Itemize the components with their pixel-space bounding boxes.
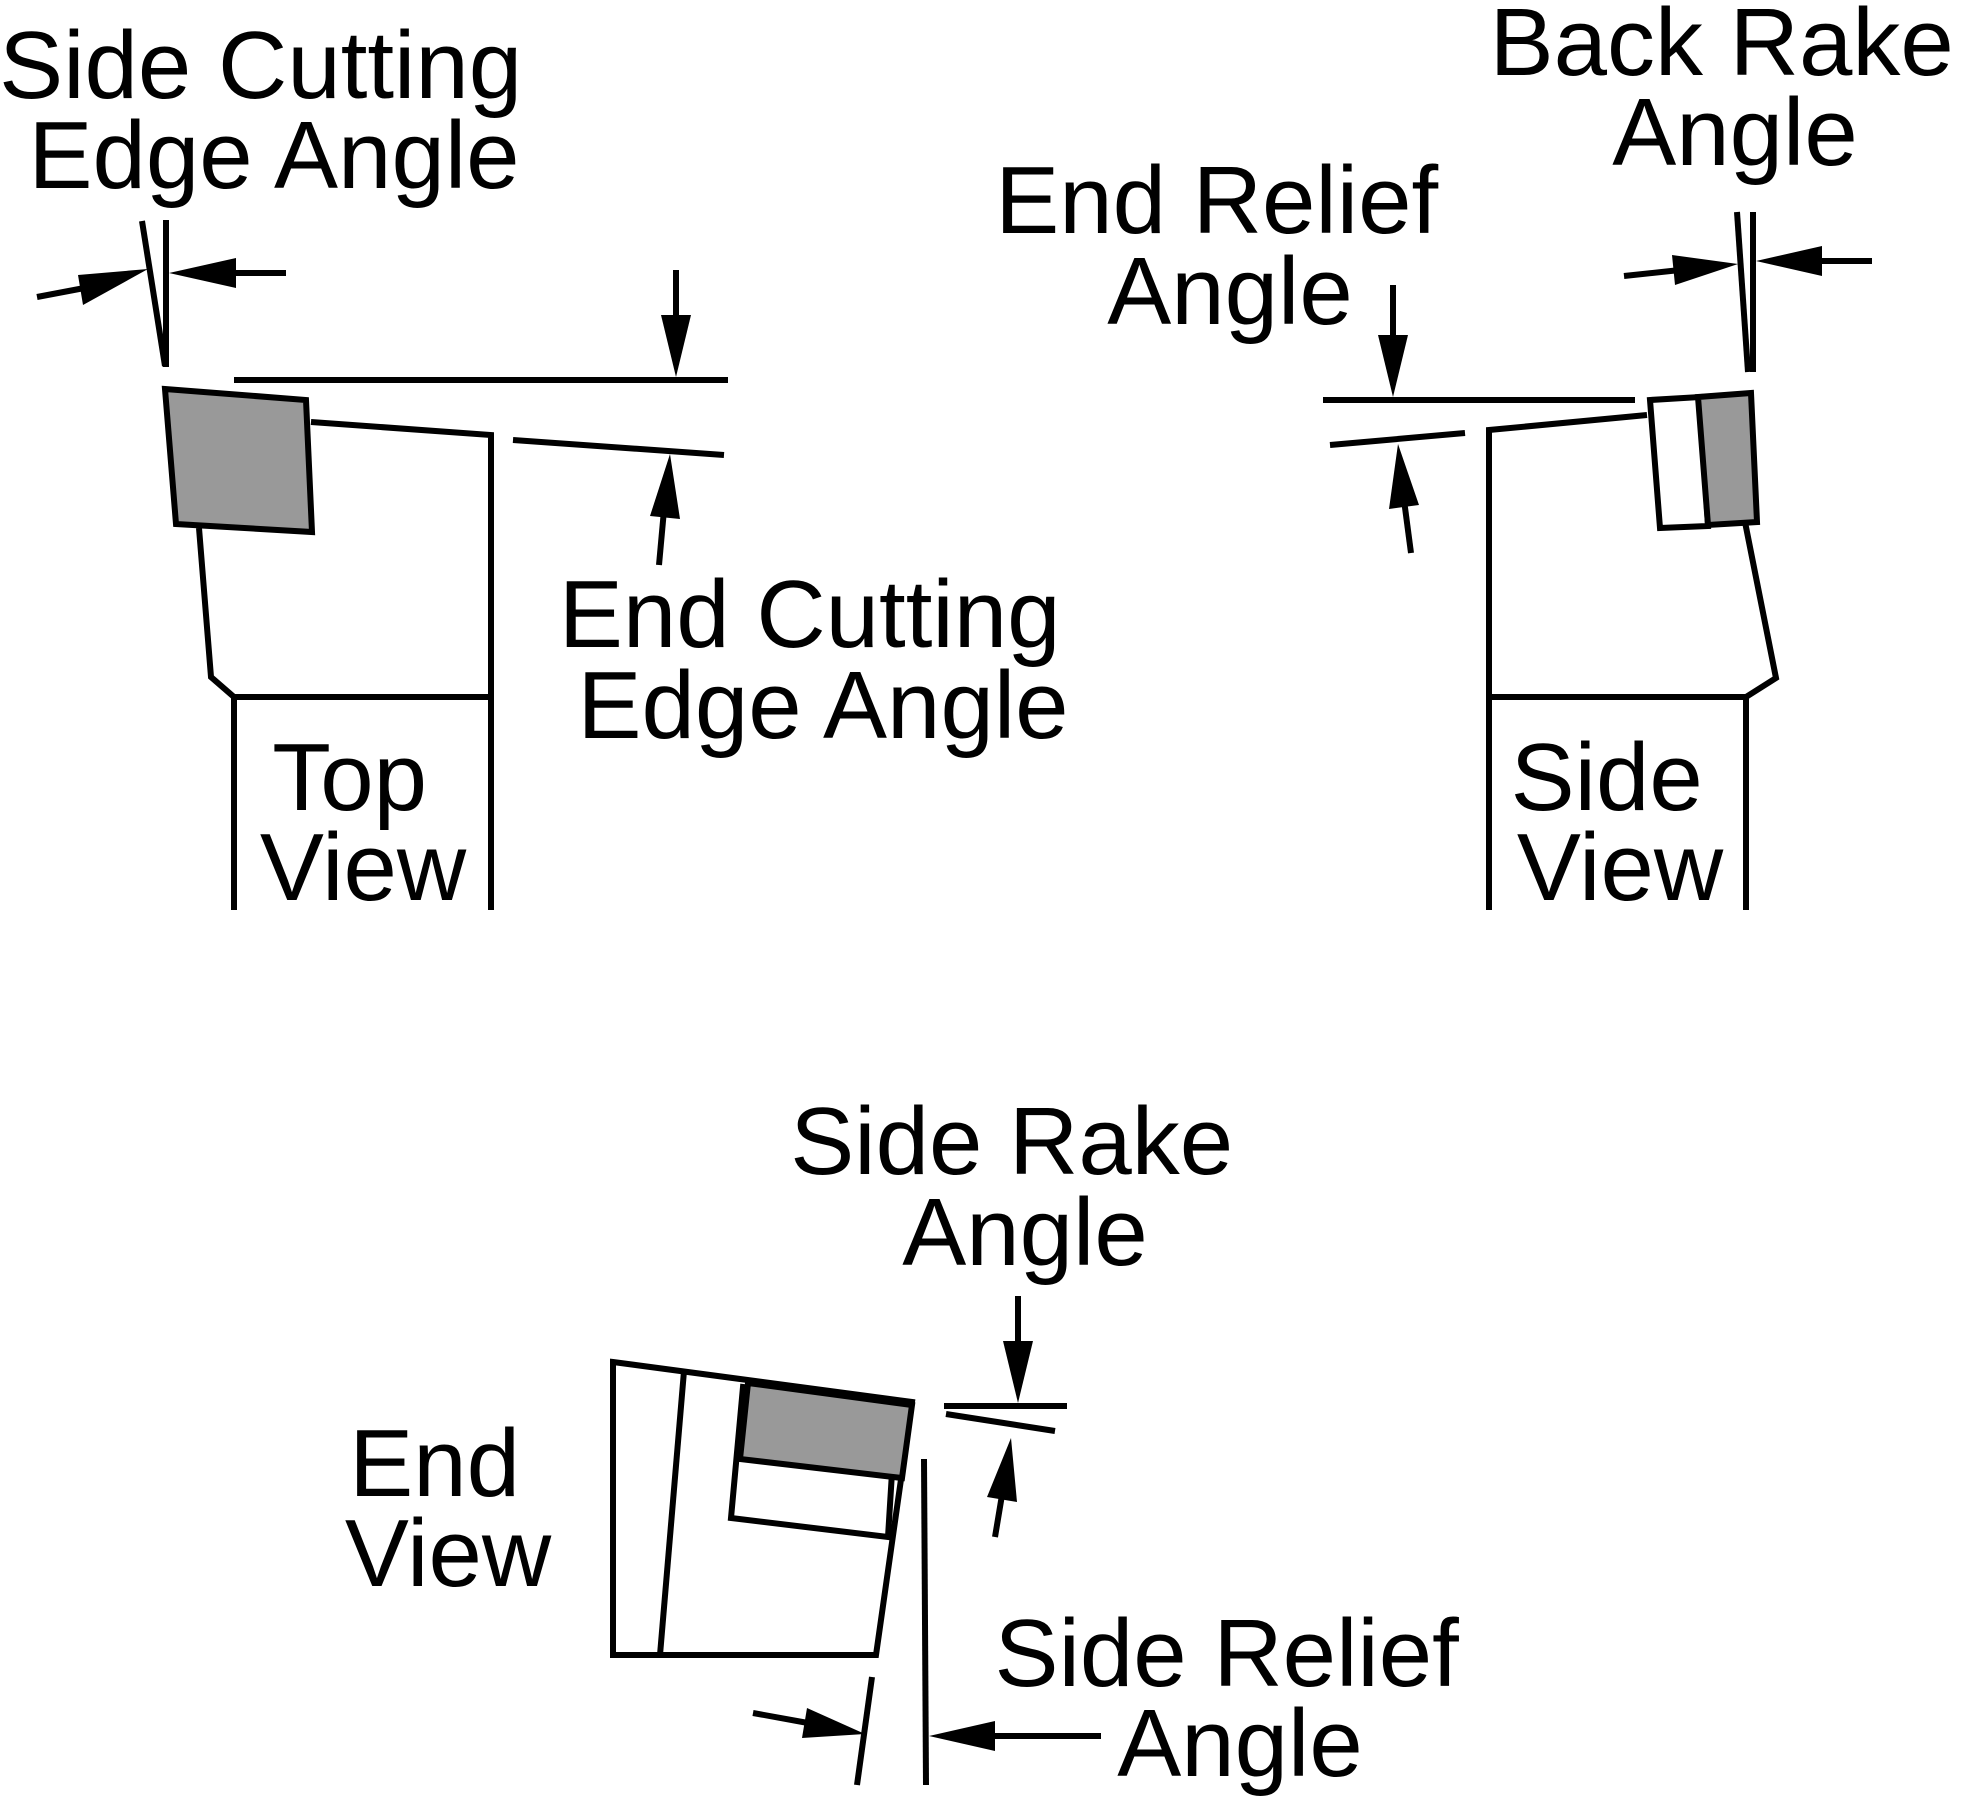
top-view-ece-up-arrow-shaft [656,509,667,566]
label-end-relief-angle-line2: Angle [1107,238,1353,345]
side-view-er-up-arrowhead [1389,444,1419,509]
top-view-sce-edge-line [139,220,168,367]
top-view [36,220,728,910]
side-view-er-relief-line [1329,430,1466,448]
top-view-ece-down-arrowhead [661,315,691,377]
side-view-er-up-arrow-shaft [1401,499,1414,554]
end-view-srl-reference-line [921,1458,929,1786]
top-view-shank-right [310,419,494,910]
label-side-rake-angle-line2: Angle [902,1179,1148,1286]
label-side-cutting-edge-angle-line2: Edge Angle [28,102,519,209]
end-view-srl-right-arrowhead [929,1721,995,1751]
label-side-cutting-edge-angle-line1: Side Cutting [0,12,522,119]
label-side-view-line1: Side [1511,724,1703,831]
label-back-rake-angle: Back Rake Angle [1490,0,1975,186]
label-end-view-line1: End [349,1410,520,1517]
label-top-view: Top View [260,724,467,921]
label-side-cutting-edge-angle: Side Cutting Edge Angle [0,12,549,209]
top-view-insert [161,385,316,536]
label-side-rake-angle-line1: Side Rake [790,1088,1233,1195]
end-view-srl-left-arrowhead [802,1708,865,1738]
label-top-view-line1: Top [272,724,427,831]
end-view-sr-up-arrow-shaft [992,1494,1005,1538]
label-end-view-line2: View [345,1500,552,1607]
label-end-relief-angle: End Relief Angle [995,147,1465,345]
label-end-cutting-edge-angle: End Cutting Edge Angle [559,561,1087,759]
end-view-srl-left-arrow-shaft [752,1710,809,1726]
label-side-view-line2: View [1517,814,1724,921]
side-view-br-face-line [1734,211,1751,373]
label-end-cutting-edge-angle-line2: Edge Angle [577,652,1068,759]
end-view-sr-down-arrowhead [1003,1341,1033,1403]
label-side-view: Side View [1511,724,1730,921]
end-view [610,1296,1101,1786]
label-back-rake-angle-line2: Angle [1612,79,1858,186]
top-view-shank-outline [196,527,237,910]
side-view [1323,211,1872,910]
label-back-rake-angle-line1: Back Rake [1490,0,1954,96]
side-view-er-down-arrowhead [1378,335,1408,397]
label-side-relief-angle: Side Relief Angle [995,1600,1486,1797]
side-view-shank-outline [1486,412,1648,910]
end-view-shank-divider [657,1370,687,1656]
end-view-srl-relief-line [854,1676,875,1786]
end-view-sr-up-arrowhead [987,1438,1017,1502]
side-view-br-left-arrowhead [1672,255,1738,285]
side-view-br-right-arrowhead [1756,246,1822,276]
label-end-cutting-edge-angle-line1: End Cutting [559,561,1061,668]
label-end-relief-angle-line1: End Relief [995,147,1438,254]
side-view-br-left-arrow-shaft [1623,267,1681,279]
label-side-relief-angle-line2: Angle [1117,1690,1363,1797]
label-top-view-line2: View [260,814,467,921]
top-view-sce-right-arrowhead [169,258,236,288]
top-view-sce-left-arrowhead [78,269,148,305]
label-side-rake-angle: Side Rake Angle [790,1088,1260,1286]
top-view-ece-edge-line [512,437,725,458]
side-view-insert-face [1694,389,1761,529]
side-view-shank-right [1742,521,1780,910]
label-end-view: End View [345,1410,552,1607]
end-view-insert-face [736,1379,916,1482]
label-side-relief-angle-line1: Side Relief [995,1600,1460,1707]
top-view-ece-up-arrowhead [650,454,680,519]
end-view-sr-rake-line [945,1411,1056,1434]
